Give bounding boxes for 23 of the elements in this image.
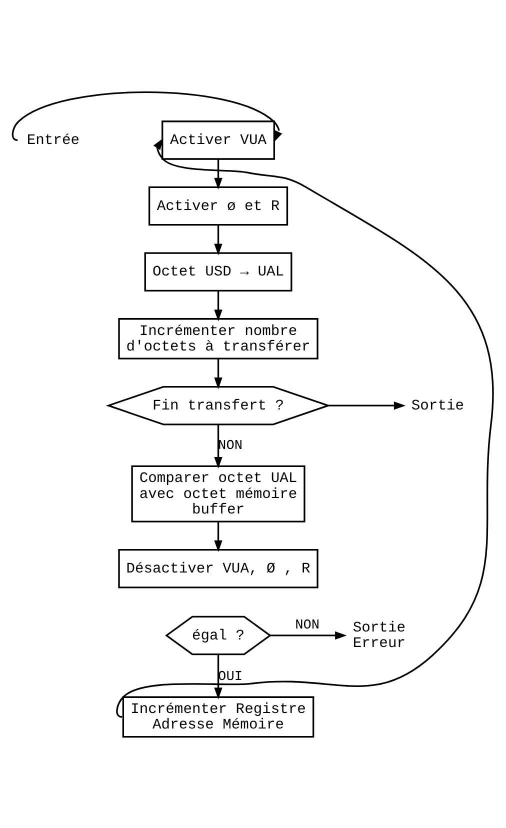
arrow [214,224,222,255]
arrow [214,654,222,699]
node-box: Activer VUA [162,120,275,160]
arrow [328,400,406,410]
node-box: Comparer octet UAL avec octet mémoire buffer [131,464,306,522]
edge-label: NON [218,438,243,454]
node-box: Incrémenter Registre Adresse Mémoire [122,696,314,738]
node-text: Sortie Erreur [352,620,406,652]
arrow [214,358,222,389]
arrow [214,290,222,321]
node-box: Octet USD → UAL [144,252,292,291]
edge-label: OUI [218,669,243,684]
arrow [214,424,222,468]
node-box: Incrémenter nombre d'octets à transférer [118,318,318,359]
node-text: Entrée [26,132,80,149]
node-box: Activer ø et R [148,186,288,226]
arrow [270,630,347,640]
arrow [214,521,222,552]
edge-label: NON [295,618,320,634]
node-text: Sortie [411,398,464,414]
node-box: Désactiver VUA, Ø , R [118,548,318,588]
arrow [214,158,222,190]
arrow [12,90,282,142]
